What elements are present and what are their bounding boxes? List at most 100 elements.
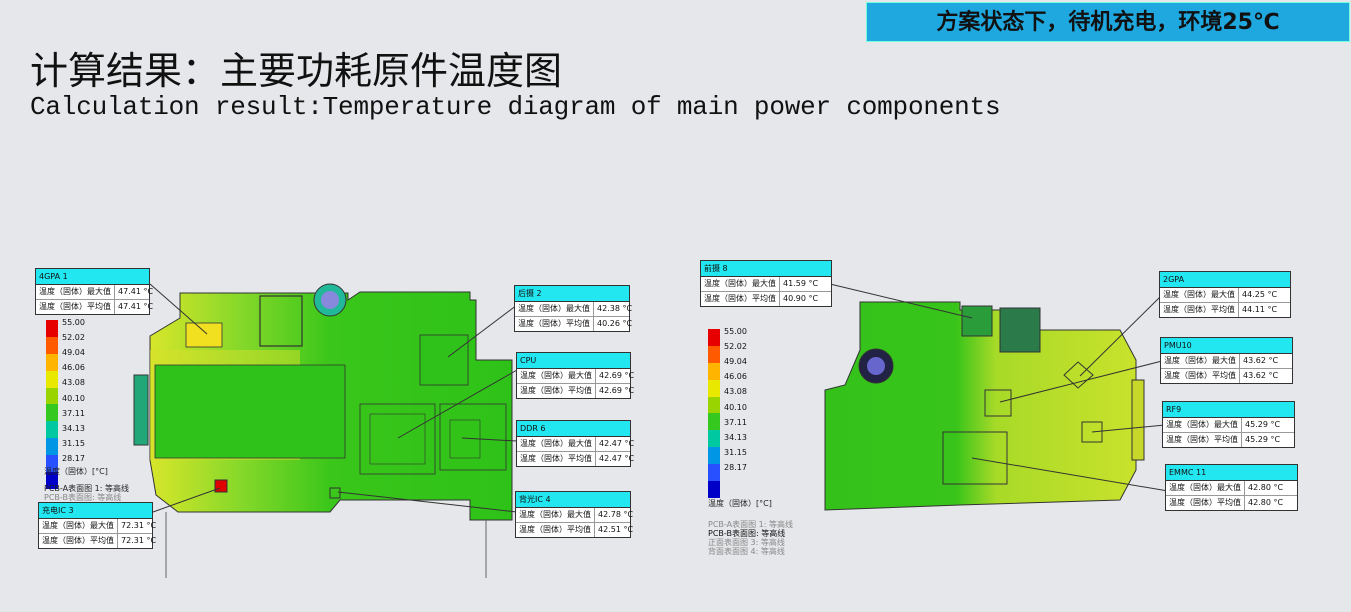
max-key: 温度（固体）最大值 [701, 277, 780, 291]
avg-key: 温度（固体）平均值 [1163, 433, 1242, 447]
legend-color-segment [708, 362, 720, 380]
left-legend-bar [46, 320, 58, 489]
max-key: 温度（固体）最大值 [39, 519, 118, 533]
avg-key: 温度（固体）平均值 [1161, 369, 1240, 383]
avg-key: 温度（固体）平均值 [701, 292, 780, 306]
legend-tick-label: 46.06 [62, 363, 85, 373]
max-key: 温度（固体）最大值 [1163, 418, 1242, 432]
max-key: 温度（固体）最大值 [517, 369, 596, 383]
legend-tick-label: 43.08 [724, 387, 747, 397]
max-key: 温度（固体）最大值 [517, 437, 596, 451]
legend-tick-label: 55.00 [724, 327, 747, 336]
legend-color-segment [46, 438, 58, 456]
max-key: 温度（固体）最大值 [36, 285, 115, 299]
legend-color-segment [46, 455, 58, 473]
label-title: 后摄 2 [515, 286, 629, 302]
page-title-en: Calculation result:Temperature diagram o… [30, 92, 1001, 122]
max-key: 温度（固体）最大值 [1160, 288, 1239, 302]
left-note-2: PCB-B表面图: 等高线 [44, 493, 122, 502]
avg-value: 47.41 °C [118, 302, 154, 311]
legend-tick-label: 46.06 [724, 372, 747, 382]
max-key: 温度（固体）最大值 [515, 302, 594, 316]
legend-color-segment [708, 396, 720, 414]
avg-key: 温度（固体）平均值 [517, 452, 596, 466]
legend-tick-label: 49.04 [724, 357, 747, 367]
avg-value: 72.31 °C [121, 536, 157, 545]
legend-color-segment [46, 370, 58, 388]
max-value: 47.41 °C [118, 287, 154, 296]
condition-banner: 方案状态下，待机充电，环境25℃ [866, 2, 1350, 42]
avg-value: 42.47 °C [599, 454, 635, 463]
legend-tick-label: 43.08 [62, 378, 85, 388]
label-title: 背光IC 4 [516, 492, 630, 508]
avg-key: 温度（固体）平均值 [517, 384, 596, 398]
label-title: CPU [517, 353, 630, 369]
legend-tick-label: 37.11 [724, 417, 747, 427]
legend-color-segment [46, 387, 58, 405]
legend-tick-label: 37.11 [62, 408, 85, 418]
max-value: 45.29 °C [1245, 420, 1281, 429]
left-notes: PCB-A表面图 1: 等高线 PCB-B表面图: 等高线 [44, 484, 129, 502]
legend-tick-label: 52.02 [724, 342, 747, 352]
left-note-1: PCB-A表面图 1: 等高线 [44, 484, 129, 493]
legend-color-segment [708, 413, 720, 431]
max-value: 44.25 °C [1242, 290, 1278, 299]
legend-color-segment [708, 329, 720, 346]
max-value: 72.31 °C [121, 521, 157, 530]
right-notes: PCB-A表面图 1: 等高线 PCB-B表面图: 等高线 正面表面图 3: 等… [708, 520, 793, 556]
max-key: 温度（固体）最大值 [1161, 354, 1240, 368]
avg-value: 44.11 °C [1242, 305, 1278, 314]
legend-color-segment [708, 481, 720, 498]
avg-value: 42.80 °C [1248, 498, 1284, 507]
legend-tick-label: 31.15 [62, 438, 85, 448]
label-title: DDR 6 [517, 421, 630, 437]
legend-tick-label: 40.10 [724, 402, 747, 412]
legend-color-segment [708, 345, 720, 363]
page-title-cn: 计算结果：主要功耗原件温度图 [30, 49, 563, 93]
label-title: 4GPA 1 [36, 269, 149, 285]
avg-key: 温度（固体）平均值 [36, 300, 115, 314]
legend-tick-label: 34.13 [62, 423, 85, 433]
avg-key: 温度（固体）平均值 [515, 317, 594, 331]
legend-color-segment [46, 421, 58, 439]
legend-tick-label: 34.13 [724, 432, 747, 442]
right-legend-bar [708, 329, 720, 498]
max-value: 42.38 °C [597, 304, 633, 313]
avg-value: 45.29 °C [1245, 435, 1281, 444]
max-value: 42.69 °C [599, 371, 635, 380]
avg-key: 温度（固体）平均值 [39, 534, 118, 548]
right-note-4: 背面表面图 4: 等高线 [708, 547, 785, 556]
avg-key: 温度（固体）平均值 [1166, 496, 1245, 510]
max-value: 42.78 °C [598, 510, 634, 519]
legend-color-segment [46, 336, 58, 354]
label-title: 前摄 8 [701, 261, 831, 277]
legend-tick-label: 55.00 [62, 318, 85, 327]
label-title: EMMC 11 [1166, 465, 1297, 481]
right-note-2: PCB-B表面图: 等高线 [708, 529, 786, 538]
left-board [133, 283, 518, 578]
legend-color-segment [46, 353, 58, 371]
legend-tick-label: 28.17 [724, 462, 747, 472]
legend-tick-label: 31.15 [724, 447, 747, 457]
label-title: 2GPA [1160, 272, 1290, 288]
avg-value: 42.69 °C [599, 386, 635, 395]
legend-tick-label: 49.04 [62, 348, 85, 358]
right-note-3: 正面表面图 3: 等高线 [708, 538, 785, 547]
legend-tick-label: 52.02 [62, 333, 85, 343]
right-legend-caption: 温度（固体）[°C] [708, 499, 772, 508]
avg-value: 40.90 °C [783, 294, 819, 303]
avg-value: 43.62 °C [1243, 371, 1279, 380]
legend-tick-label: 40.10 [62, 393, 85, 403]
legend-color-segment [46, 320, 58, 337]
legend-color-segment [46, 472, 58, 489]
